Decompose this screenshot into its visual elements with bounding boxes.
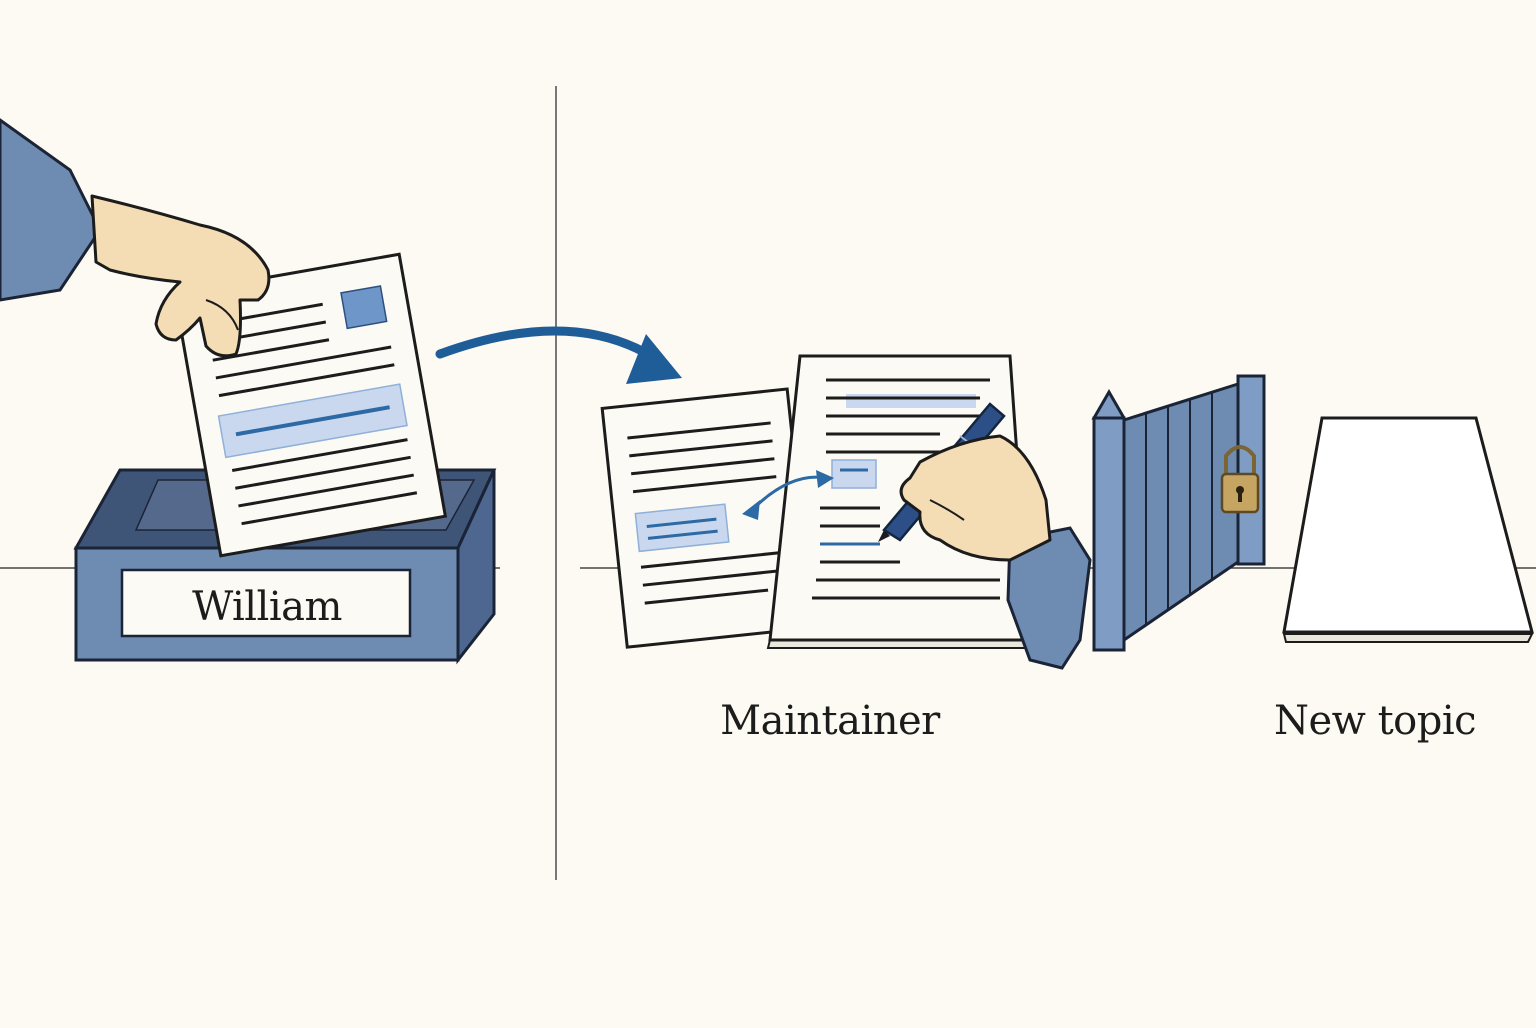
new-topic-label: New topic xyxy=(1273,698,1477,744)
document-icon xyxy=(172,252,448,558)
inbox-label: William xyxy=(192,584,342,630)
padlock-icon xyxy=(1220,445,1260,514)
gate-icon xyxy=(1091,374,1266,652)
blank-page-icon xyxy=(1282,416,1534,643)
hand-icon xyxy=(899,434,1092,670)
inbox-tray-icon xyxy=(73,468,497,665)
maintainer-label: Maintainer xyxy=(720,698,940,744)
arrow-right-icon xyxy=(435,326,682,384)
document-icon xyxy=(600,387,814,649)
hand-icon xyxy=(0,118,271,358)
document-icon xyxy=(766,354,1032,649)
link-arrow-icon xyxy=(742,470,834,520)
